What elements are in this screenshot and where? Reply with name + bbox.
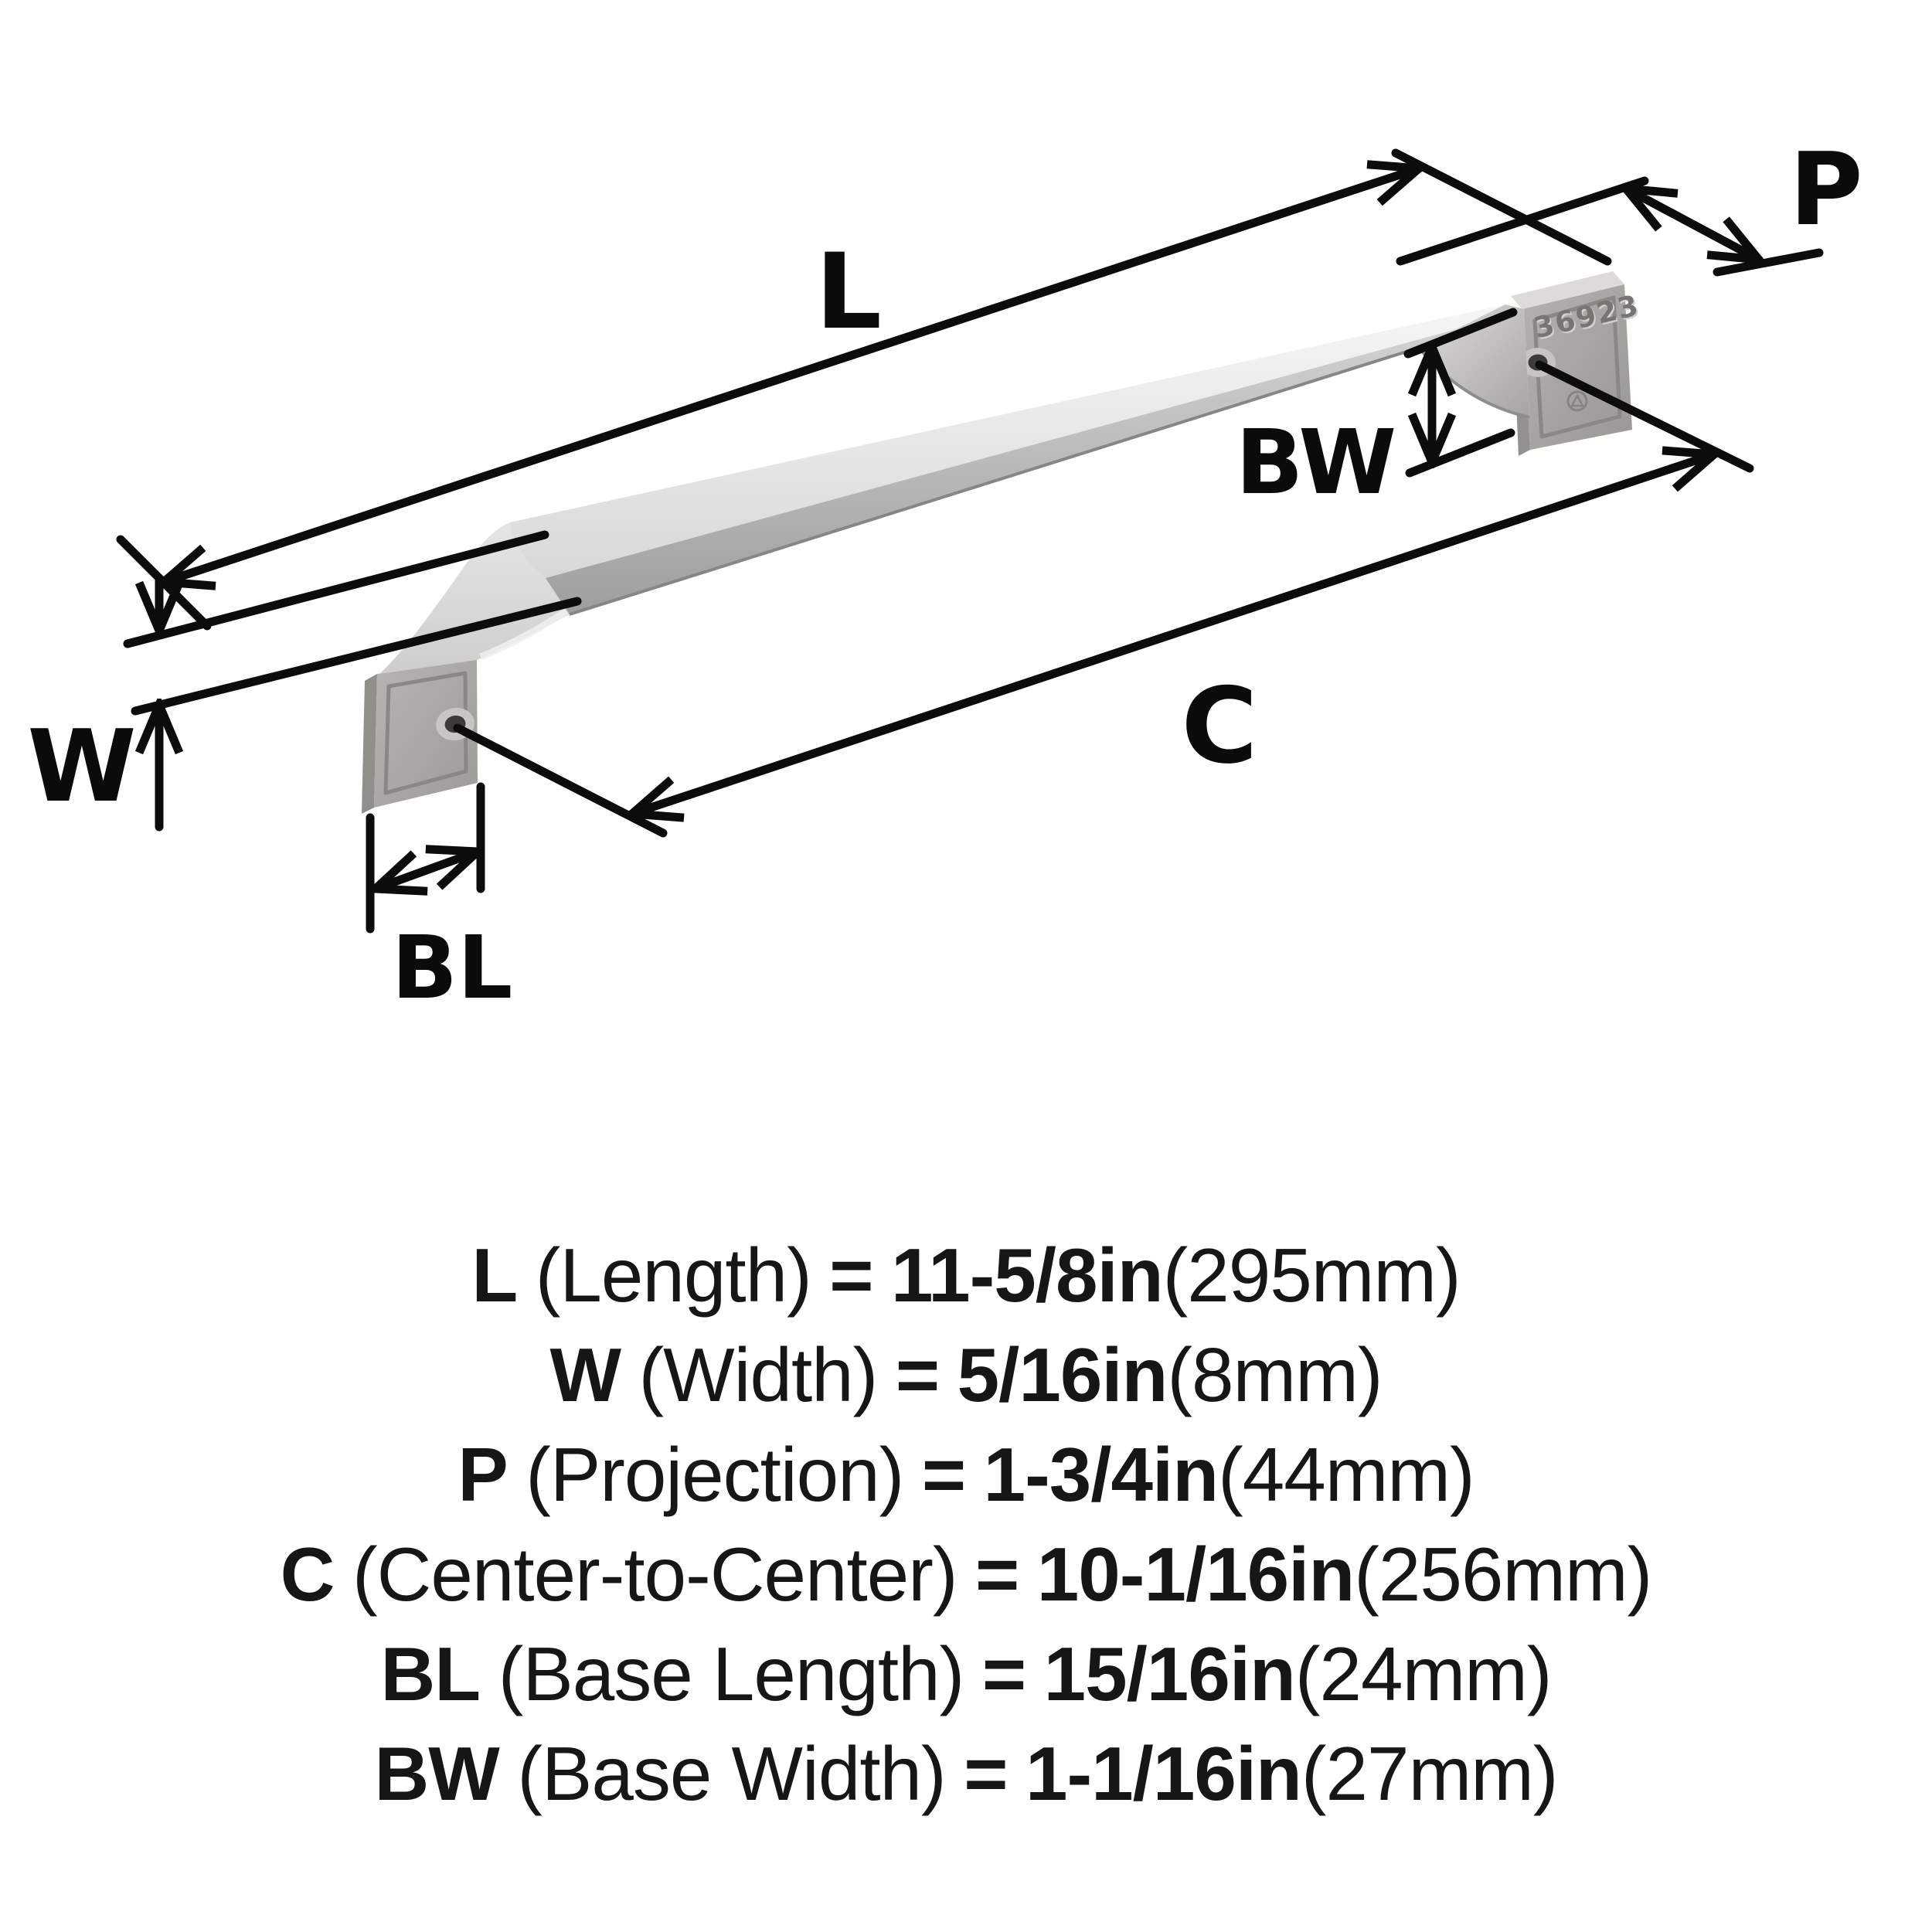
label-L: L xyxy=(815,231,882,352)
dim-BL xyxy=(370,782,481,934)
right-pad-top-face xyxy=(1511,271,1624,309)
left-pad-side-face xyxy=(362,674,377,814)
legend-row-L: L(Length)=11-5/8in(295mm) xyxy=(0,1226,1932,1325)
legend-row-BL: BL(Base Length)=15/16in(24mm) xyxy=(0,1624,1932,1724)
L-right-tick xyxy=(1391,148,1612,266)
legend-row-C: C(Center-to-Center)=10-1/16in(256mm) xyxy=(0,1525,1932,1624)
legend-desc: (Length) xyxy=(535,1233,812,1318)
legend-abbr: P xyxy=(457,1432,508,1517)
P-dimension-line xyxy=(1626,189,1759,260)
legend-abbr: BL xyxy=(380,1631,481,1716)
legend-equals: = xyxy=(921,1432,966,1517)
maker-logo-icon xyxy=(1566,390,1588,412)
legend-desc: (Base Length) xyxy=(498,1631,965,1716)
dim-C xyxy=(453,360,1754,838)
legend-abbr: L xyxy=(471,1233,518,1318)
dimensions xyxy=(116,148,1824,934)
legend-desc: (Base Width) xyxy=(517,1731,946,1816)
legend-desc: (Center-to-Center) xyxy=(352,1532,958,1617)
legend-abbr: BW xyxy=(374,1731,500,1816)
label-W: W xyxy=(27,709,136,825)
left-mounting-pad xyxy=(362,659,478,814)
C-dimension-line xyxy=(632,454,1714,814)
left-leg-highlight xyxy=(479,608,569,661)
legend-metric: (44mm) xyxy=(1218,1432,1475,1517)
legend-value: 5/16in xyxy=(957,1332,1168,1417)
dim-P xyxy=(1396,176,1824,277)
left-pad-border xyxy=(383,671,468,795)
P-left-tick xyxy=(1396,176,1649,266)
legend-equals: = xyxy=(829,1233,873,1318)
legend-metric: (24mm) xyxy=(1294,1631,1553,1716)
W-bottom-extension-line xyxy=(131,597,582,716)
legend-metric: (8mm) xyxy=(1167,1332,1383,1417)
legend-value: 11-5/8in xyxy=(891,1233,1164,1318)
legend-abbr: W xyxy=(549,1332,621,1417)
label-P: P xyxy=(1789,131,1862,248)
legend-metric: (256mm) xyxy=(1354,1532,1652,1617)
legend-equals: = xyxy=(981,1631,1026,1716)
dim-L xyxy=(116,148,1612,631)
right-pad-front-face xyxy=(1522,284,1632,450)
label-C: C xyxy=(1181,665,1257,787)
right-pad-border xyxy=(1532,295,1622,439)
dim-W xyxy=(123,530,582,832)
P-right-tick xyxy=(1713,248,1824,277)
BW-bottom-tick xyxy=(1405,428,1515,478)
right-mounting-pad: 36923 36923 xyxy=(1511,271,1645,456)
legend-row-P: P(Projection)=1-3/4in(44mm) xyxy=(0,1425,1932,1525)
legend-abbr: C xyxy=(280,1532,335,1617)
legend-row-BW: BW(Base Width)=1-1/16in(27mm) xyxy=(0,1724,1932,1824)
legend-desc: (Projection) xyxy=(526,1432,904,1517)
maker-logo-triangle-icon xyxy=(1570,393,1585,407)
L-left-tick xyxy=(116,535,212,631)
legend-value: 10-1/16in xyxy=(1036,1532,1355,1617)
right-leg-face xyxy=(1419,304,1529,417)
legend-equals: = xyxy=(895,1332,940,1417)
legend-metric: (27mm) xyxy=(1301,1731,1559,1816)
legend-equals: = xyxy=(964,1731,1008,1816)
legend-metric: (295mm) xyxy=(1162,1233,1461,1318)
legend-desc: (Width) xyxy=(638,1332,879,1417)
legend-equals: = xyxy=(975,1532,1019,1617)
W-top-extension-line xyxy=(123,530,549,648)
legend-value: 15/16in xyxy=(1043,1631,1296,1716)
L-dimension-line xyxy=(164,168,1419,582)
dimension-legend: L(Length)=11-5/8in(295mm) W(Width)=5/16i… xyxy=(0,1226,1932,1824)
BL-dimension-line xyxy=(376,852,478,889)
legend-value: 1-3/4in xyxy=(983,1432,1219,1517)
legend-row-W: W(Width)=5/16in(8mm) xyxy=(0,1325,1932,1425)
label-BL: BL xyxy=(392,918,513,1019)
legend-value: 1-1/16in xyxy=(1025,1731,1302,1816)
label-BW: BW xyxy=(1236,411,1396,515)
left-pad-front-face xyxy=(374,659,478,808)
